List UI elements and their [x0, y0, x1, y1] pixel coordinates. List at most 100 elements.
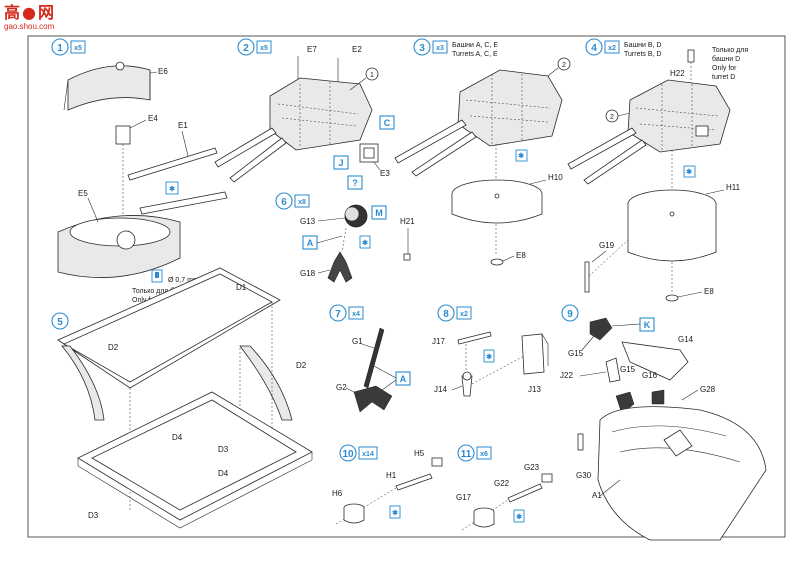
tag-m	[371, 205, 387, 220]
label-g28: G28	[700, 385, 716, 394]
label-e2: E2	[352, 45, 362, 54]
sheet-frame	[27, 35, 786, 538]
svg-text:M: M	[375, 208, 383, 218]
label-e4: E4	[148, 114, 158, 123]
step-3-note-ru: Башни A, C, E	[452, 42, 498, 49]
label-j17: J17	[432, 337, 445, 346]
svg-text:✱: ✱	[518, 152, 524, 160]
bend-icon	[165, 181, 179, 195]
rod-j17	[457, 331, 492, 345]
step-4-only-ru1: Только для	[712, 47, 748, 54]
tag-k	[639, 317, 655, 332]
watermark-url: gao.shou.com	[4, 22, 55, 31]
label-g23: G23	[524, 463, 540, 472]
svg-text:?: ?	[352, 178, 358, 188]
step-2-circle	[237, 38, 255, 56]
step-7-circle	[329, 304, 347, 322]
label-g13: G13	[300, 217, 316, 226]
svg-text:C: C	[384, 118, 391, 128]
subassembly-1-marker	[365, 67, 379, 81]
svg-text:J: J	[338, 158, 343, 168]
part-h21	[403, 253, 411, 261]
watermark-text: 高●网	[4, 3, 56, 22]
barrel-step2-a	[214, 127, 277, 168]
step-10: 10 x14 H5 H1 H6 ✱	[332, 444, 443, 525]
label-g30: G30	[576, 471, 592, 480]
part-h1	[395, 473, 433, 491]
step-4-note-en: Turrets B, D	[624, 51, 661, 58]
label-e5: E5	[78, 189, 88, 198]
label-j22: J22	[560, 371, 573, 380]
bracket-e4	[115, 125, 131, 145]
step-11-qty-box	[476, 446, 492, 460]
svg-text:✱: ✱	[392, 509, 398, 517]
bend-icon-step8	[483, 349, 495, 363]
label-d1: D1	[236, 283, 247, 292]
svg-text:✱: ✱	[362, 239, 368, 247]
step-2-qty-box	[256, 40, 272, 54]
step-1: 1 x5 E6 E4 E1 ✱ E5 Ø 0,7 mm Только для б…	[51, 38, 228, 304]
label-g19: G19	[599, 241, 615, 250]
step-4-only-en2: turret D	[712, 74, 735, 81]
svg-text:K: K	[644, 320, 651, 330]
step-4-circle	[585, 38, 603, 56]
step-2-qty: x5	[260, 45, 268, 52]
step-4-qty: x2	[608, 45, 616, 52]
label-g2: G2	[336, 383, 347, 392]
label-g16: G16	[642, 371, 658, 380]
label-j13: J13	[528, 385, 541, 394]
turret-body-step2	[269, 77, 373, 151]
label-g22: G22	[494, 479, 510, 488]
roof-plate-e6	[67, 65, 151, 111]
svg-text:✱: ✱	[686, 168, 692, 176]
step-5-number: 5	[57, 317, 63, 328]
svg-text:2: 2	[610, 114, 614, 121]
label-g18: G18	[300, 269, 316, 278]
step-6-qty: x8	[298, 199, 306, 206]
step-9-circle	[561, 304, 579, 322]
label-g1: G1	[352, 337, 363, 346]
label-e1: E1	[178, 121, 188, 130]
part-h22	[687, 49, 695, 63]
step-11-circle	[457, 444, 475, 462]
label-d4-b: D4	[218, 469, 229, 478]
step-8-qty-box	[456, 306, 472, 320]
label-h11: H11	[726, 183, 741, 192]
step-6-circle	[275, 192, 293, 210]
step-4-note-ru: Башни B, D	[624, 42, 661, 49]
label-a1: A1	[592, 491, 602, 500]
step-10-circle	[339, 444, 357, 462]
bend-icon-step3	[515, 149, 528, 162]
bracket-g18	[327, 251, 353, 283]
step-2: 2 x5 E7 E2 1 E3 C J ?	[214, 38, 395, 190]
turret-body-step3	[457, 69, 563, 147]
step-3-note-en: Turrets A, C, E	[452, 51, 498, 58]
step-4-only-en1: Only for	[712, 65, 737, 72]
barrel-step4-b	[583, 139, 647, 185]
step-4-only-ru2: башни D	[712, 55, 740, 63]
svg-text:A: A	[307, 238, 314, 248]
step-6: 6 x8 G13 M A ✱ G18	[275, 192, 387, 283]
bend-icon-step10	[389, 505, 401, 519]
barrel-e1-upper	[127, 147, 218, 181]
propeller-g16	[651, 389, 665, 405]
label-d2-left: D2	[108, 343, 119, 352]
bend-icon-step11	[513, 509, 525, 523]
step-10-qty-box	[358, 446, 378, 460]
part-e8-step3	[490, 258, 504, 266]
label-d3-b: D3	[88, 511, 99, 520]
label-g17: G17	[456, 493, 472, 502]
barrel-step3-b	[411, 131, 477, 177]
label-h21: H21	[400, 217, 415, 226]
step-6-qty-box	[294, 194, 310, 208]
step-4: 4 x2 Башни B, D Turrets B, D Только для …	[567, 38, 748, 302]
propeller-g15-top	[589, 317, 613, 341]
barrel-step4-a	[567, 127, 637, 170]
label-g14: G14	[678, 335, 694, 344]
hull-a1	[597, 406, 767, 541]
svg-text:✱: ✱	[486, 353, 492, 361]
step-3-circle	[413, 38, 431, 56]
part-e8-step4	[665, 294, 679, 302]
barrel-step2-b	[229, 137, 287, 183]
label-d3-a: D3	[218, 445, 229, 454]
